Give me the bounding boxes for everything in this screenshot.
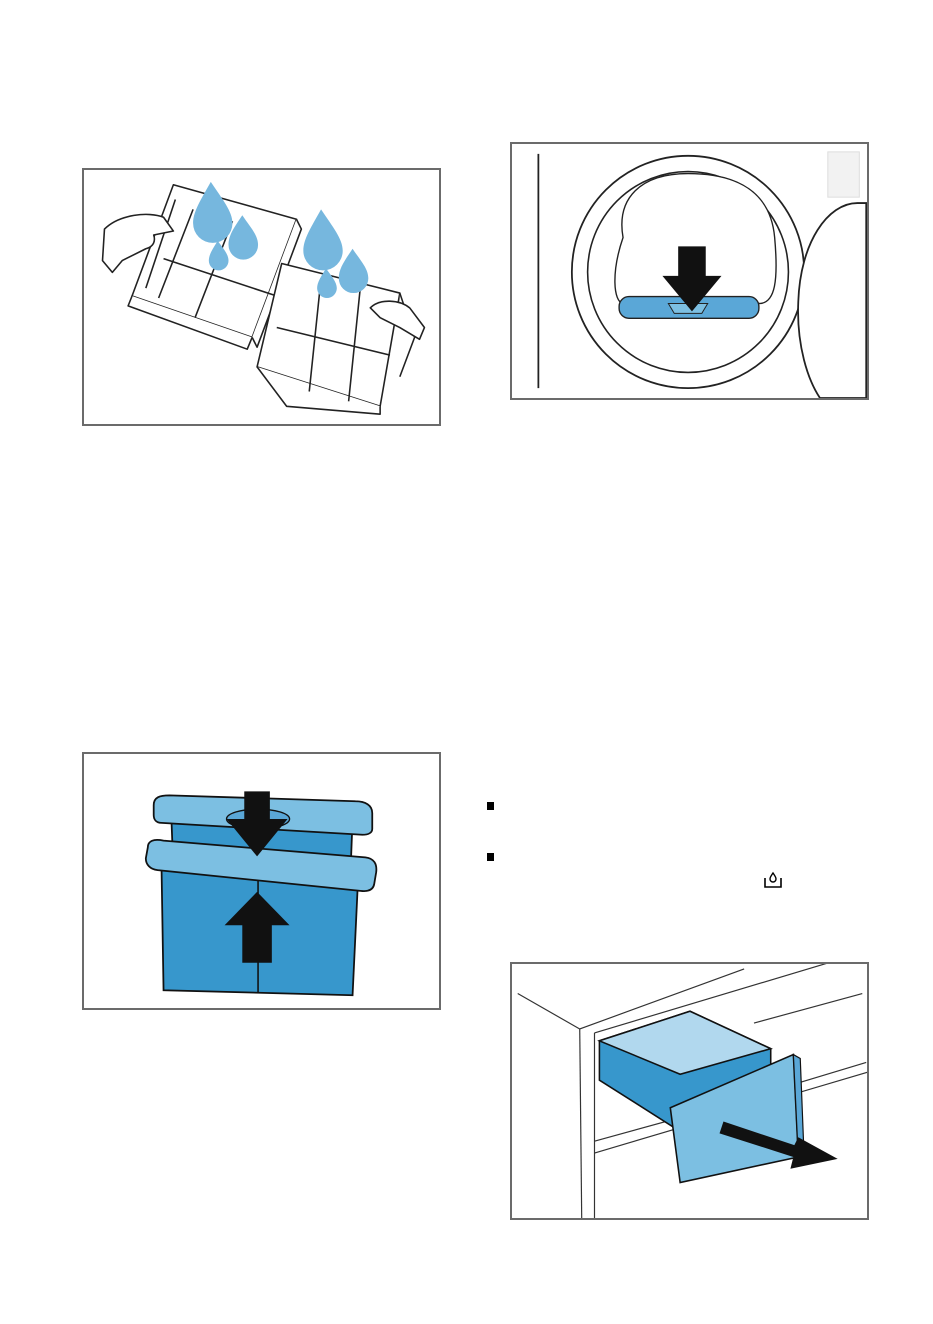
filter-insert-figure — [82, 752, 441, 1010]
list-bullet — [487, 853, 494, 861]
dryer-door-filter-slot-illustration — [512, 144, 867, 398]
list-bullet — [487, 802, 494, 810]
dryer-drum-figure — [510, 142, 869, 400]
water-tank-symbol-icon — [763, 870, 783, 890]
rinse-fluff-filter-illustration — [84, 170, 439, 424]
filter-rinse-figure — [82, 168, 441, 426]
filter-insert-assembly-illustration — [84, 754, 439, 1008]
water-tank-figure — [510, 962, 869, 1220]
pull-out-water-tank-illustration — [512, 964, 867, 1218]
